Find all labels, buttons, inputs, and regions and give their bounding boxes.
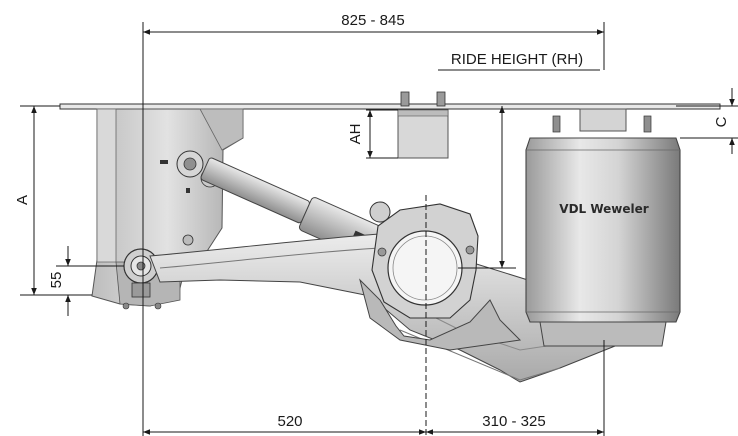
air-spring: VDL Weweler — [525, 108, 681, 347]
shock-lower-mount — [369, 201, 391, 223]
dimension-lines — [20, 22, 738, 436]
dim-ride-height: RIDE HEIGHT (RH) — [451, 51, 583, 68]
dim-axle-to-bag: 310 - 325 — [482, 413, 545, 430]
brand-label: VDL Weweler — [559, 202, 648, 216]
dim-ah: AH — [347, 124, 364, 145]
dim-c: C — [713, 116, 730, 127]
dim-overall-length: 825 - 845 — [341, 12, 404, 29]
axle-clamp — [359, 203, 522, 351]
chassis-plate — [59, 103, 721, 110]
frame-bracket — [397, 91, 449, 159]
dim-pivot-to-axle: 520 — [277, 413, 302, 430]
dim-a: A — [14, 195, 31, 205]
dim-pivot-height: 55 — [48, 272, 65, 289]
